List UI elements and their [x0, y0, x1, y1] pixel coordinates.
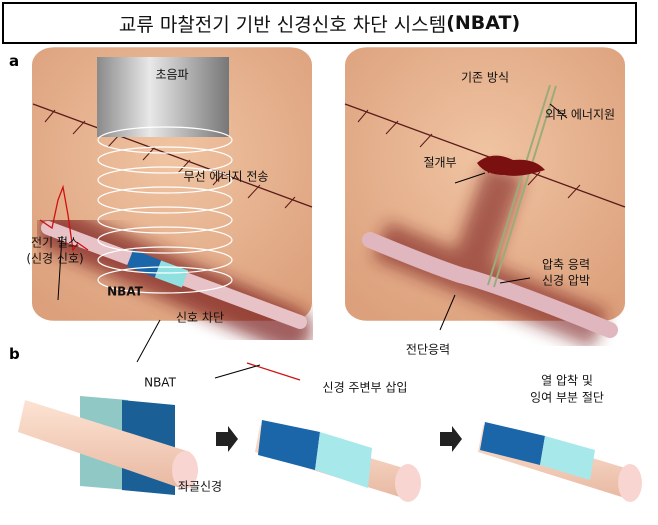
external-lead	[487, 84, 557, 288]
label-step3-line1: 열 압착 및	[541, 373, 593, 388]
label-signal-block: 신호 차단	[176, 310, 224, 325]
label-conventional: 기존 방식	[461, 70, 509, 85]
sciatic-nerve	[18, 400, 190, 488]
label-shear-stress: 전단응력	[405, 342, 451, 357]
nerve-cross-section	[172, 451, 198, 489]
ultrasound-transducer	[97, 57, 229, 137]
label-ultrasound: 초음파	[155, 67, 189, 82]
nerve-end-step2	[395, 464, 421, 502]
panel-b-letter: b	[9, 345, 20, 363]
incision-line	[32, 103, 313, 208]
nerve-end-step3	[618, 464, 642, 502]
label-nerve-compression: 신경 압박	[542, 273, 590, 288]
incision-wound	[477, 155, 545, 176]
signal-pulse	[39, 184, 89, 252]
wrap-dark-step2	[258, 420, 320, 470]
label-pulse: 전기 펄스	[31, 235, 79, 250]
label-sciatic-nerve: 좌골신경	[177, 479, 223, 494]
incision-line-right	[344, 103, 626, 208]
nerve-right	[362, 232, 618, 338]
label-compression: 압축 응력	[542, 257, 590, 272]
label-incision: 절개부	[423, 155, 457, 170]
panel-b-illustration	[18, 396, 642, 502]
blocked-signal-line	[246, 362, 301, 381]
label-step3-line2: 잉여 부분 절단	[530, 390, 604, 405]
wrap-light-step3	[540, 436, 595, 480]
arrow-step-1	[216, 426, 238, 452]
suture-marks	[44, 109, 296, 209]
wireless-rings	[97, 126, 233, 294]
label-wireless-energy: 무선 에너지 전송	[183, 169, 269, 184]
arrows-left	[57, 235, 261, 379]
label-step2: 신경 주변부 삽입	[322, 380, 408, 395]
title-acronym: (NBAT)	[446, 12, 521, 34]
title-text: 교류 마찰전기 기반 신경신호 차단 시스템	[118, 13, 447, 36]
panel-a-letter: a	[9, 52, 20, 70]
nbat-light-band	[154, 260, 189, 288]
panel-a-left-illustration	[32, 47, 313, 381]
wrap-dark-step3	[480, 422, 545, 465]
wrap-light-step2	[315, 432, 372, 488]
label-nbat-b: NBAT	[144, 375, 176, 390]
arrows-right	[439, 103, 568, 331]
label-pulse-sub: (신경 신호)	[26, 251, 84, 266]
arrow-step-2	[440, 426, 462, 452]
label-external-energy: 외부 에너지원	[544, 107, 616, 122]
panel-a-right-illustration	[344, 47, 626, 349]
figure-title: 교류 마찰전기 기반 신경신호 차단 시스템 (NBAT)	[2, 2, 637, 44]
label-nbat: NBAT	[107, 284, 143, 299]
